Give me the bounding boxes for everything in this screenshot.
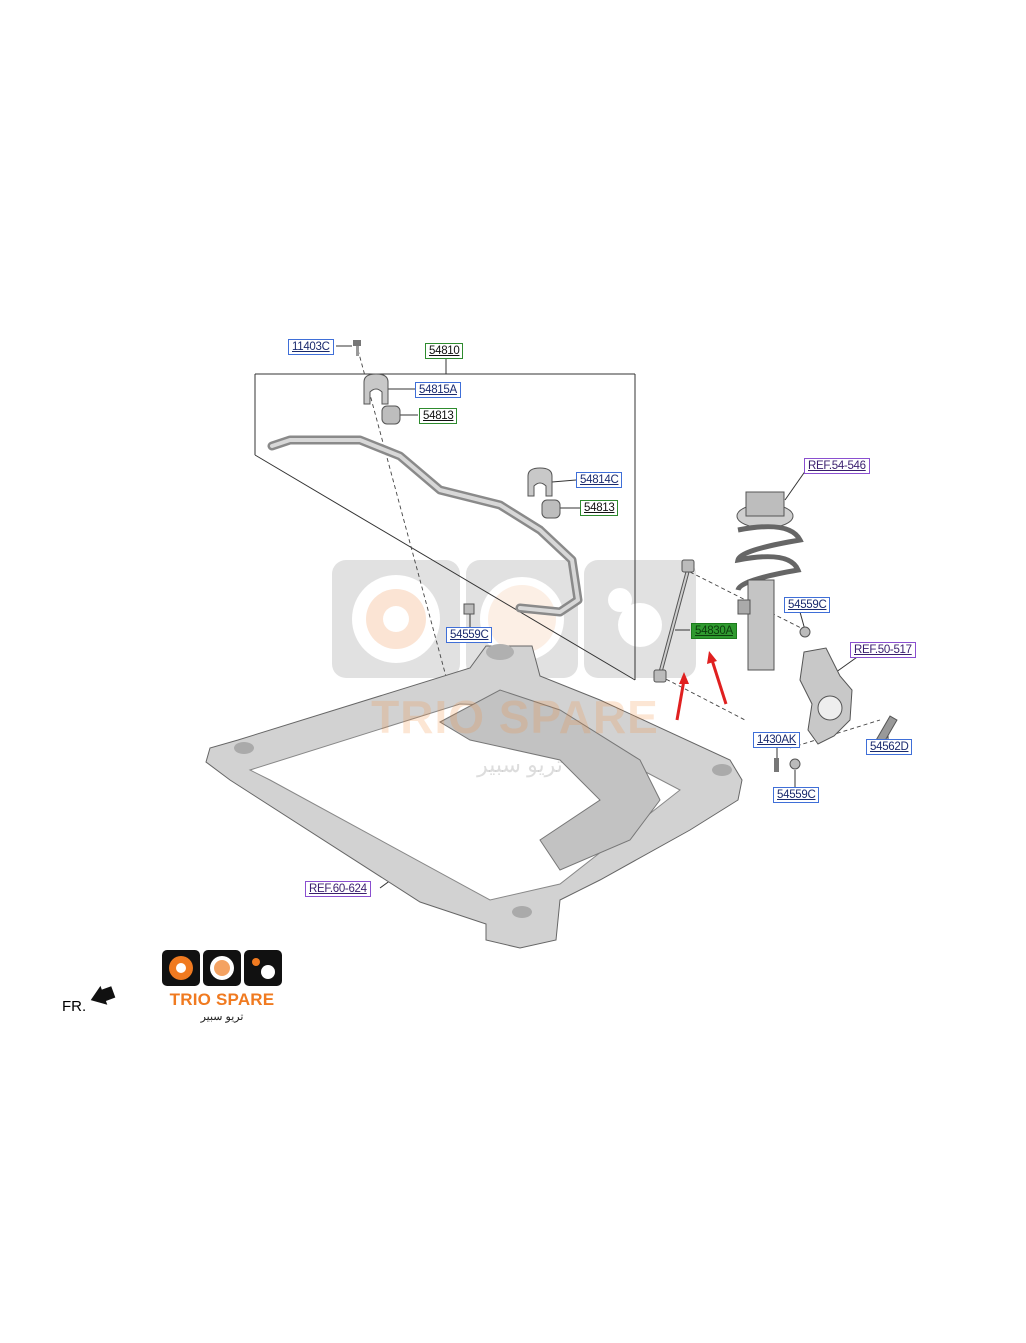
callout-11403c: 11403C <box>288 339 334 355</box>
callout-54813-upper: 54813 <box>419 408 458 424</box>
red-arrows <box>675 651 728 721</box>
callout-54815a: 54815A <box>415 382 461 398</box>
nut-54559c-left <box>463 603 475 615</box>
front-direction-label: FR. <box>62 998 87 1015</box>
trio-spare-logo <box>162 950 282 986</box>
callout-54559c-lower: 54559C <box>773 787 820 803</box>
bushing-54813-lower <box>541 499 561 519</box>
front-arrow-icon <box>90 985 116 1005</box>
stabilizer-link-54830a <box>653 559 695 683</box>
callout-54562d: 54562D <box>866 739 913 755</box>
watermark-brand-arabic: تريو سبير <box>477 752 563 777</box>
callout-54559c-strut: 54559C <box>784 597 831 613</box>
callout-ref-54-546: REF.54-546 <box>804 458 870 474</box>
subframe <box>205 644 743 949</box>
callout-54814c: 54814C <box>576 472 623 488</box>
callout-54813-lower: 54813 <box>580 500 619 516</box>
watermark-brand: TRIO SPARE <box>371 691 659 743</box>
bolt-11403c <box>353 340 361 356</box>
callout-54810: 54810 <box>425 343 464 359</box>
callout-ref-60-624: REF.60-624 <box>305 881 371 897</box>
strut-assembly <box>734 491 811 671</box>
stabilizer-bar-group-box <box>254 358 636 681</box>
bushing-54813-upper <box>381 405 401 425</box>
callout-ref-50-517: REF.50-517 <box>850 642 916 658</box>
steering-knuckle <box>774 647 898 772</box>
callout-54830a: 54830A <box>691 623 737 639</box>
callout-54559c-left: 54559C <box>446 627 493 643</box>
logo-brand: TRIO SPARE <box>169 990 275 1009</box>
callout-1430ak: 1430AK <box>753 732 801 748</box>
logo-brand-arabic: تريو سبير <box>200 1011 244 1023</box>
bracket-54815a <box>363 373 389 405</box>
bracket-54814c <box>527 467 553 497</box>
